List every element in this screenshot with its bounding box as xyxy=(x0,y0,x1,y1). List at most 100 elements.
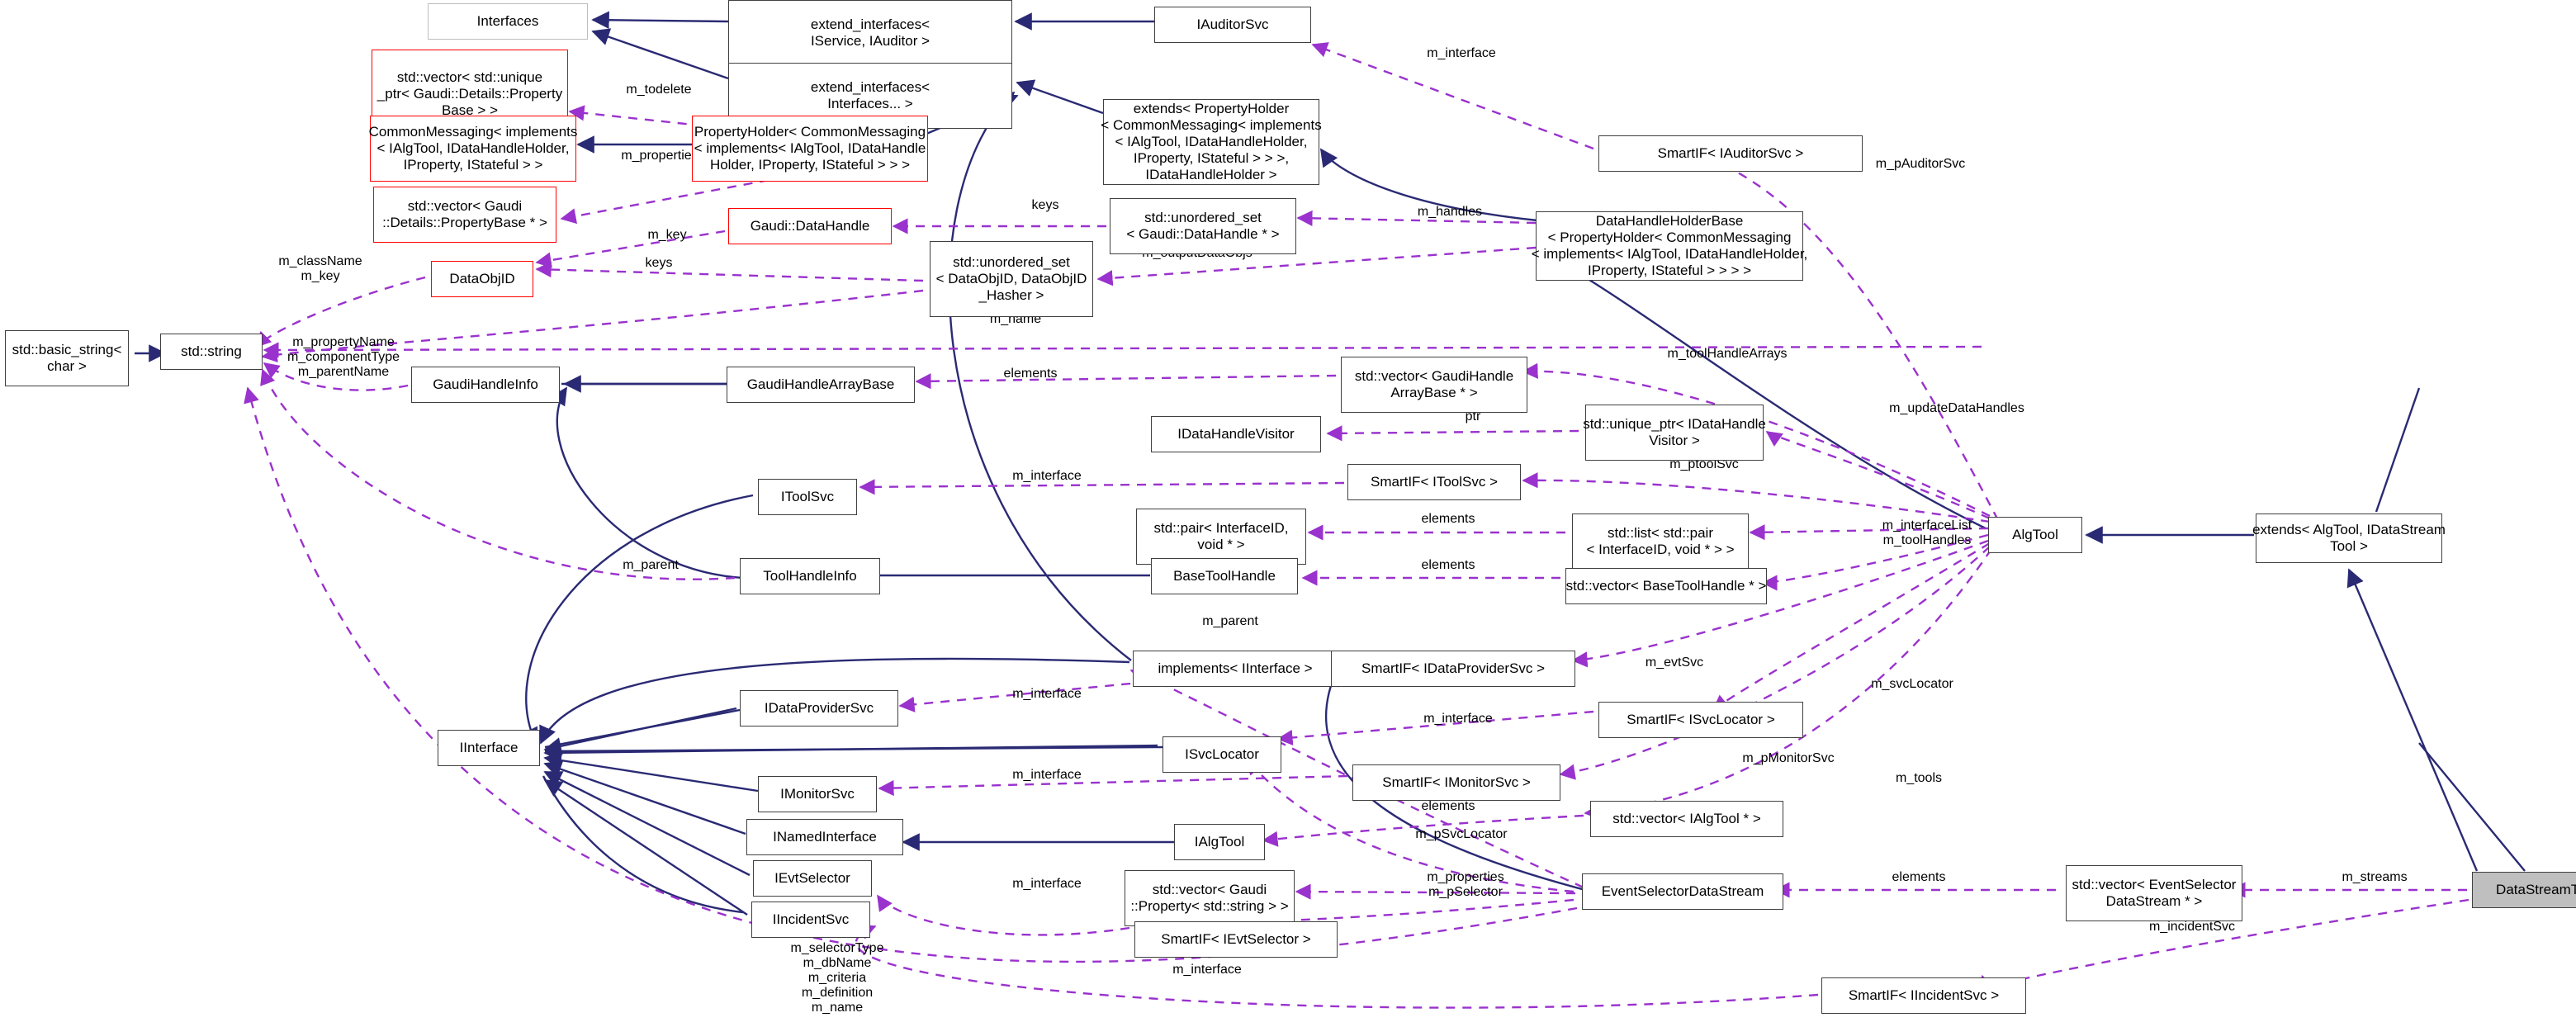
class-node-label: std::unordered_set < DataObjID, DataObjI… xyxy=(935,254,1087,303)
class-node-algtool[interactable]: AlgTool xyxy=(1988,517,2082,553)
class-node-vec_eventselectords[interactable]: std::vector< EventSelector DataStream * … xyxy=(2066,865,2242,921)
class-node-toolhandleinfo[interactable]: ToolHandleInfo xyxy=(740,558,880,594)
class-node-label: SmartIF< IToolSvc > xyxy=(1371,474,1498,490)
class-node-basic_string[interactable]: std::basic_string< char > xyxy=(5,330,129,386)
edge-label-lbl_keys_2: keys xyxy=(645,256,673,270)
class-node-smartif_iincidentsvc[interactable]: SmartIF< IIncidentSvc > xyxy=(1821,977,2026,1014)
edge-label-lbl_m_pmonitorsvc: m_pMonitorSvc xyxy=(1742,751,1835,765)
edge-label-lbl_m_updatedh: m_updateDataHandles xyxy=(1889,401,2024,415)
class-node-pair_interfaceid_void[interactable]: std::pair< InterfaceID, void * > xyxy=(1136,509,1306,565)
edge-label-lbl_m_tools: m_tools xyxy=(1895,771,1943,785)
class-node-iinterface[interactable]: IInterface xyxy=(438,730,540,766)
edge-label-lbl_m_interface_3: m_interface xyxy=(1012,687,1082,701)
class-node-smartif_itoolsvc[interactable]: SmartIF< IToolSvc > xyxy=(1347,464,1521,500)
class-node-label: IDataProviderSvc xyxy=(764,700,874,716)
class-node-gaudi_datahandle[interactable]: Gaudi::DataHandle xyxy=(728,208,892,244)
class-node-label: IMonitorSvc xyxy=(780,786,855,802)
class-node-label: Interfaces xyxy=(476,13,539,29)
edge-label-lbl_m_interface_7: m_interface xyxy=(1172,963,1242,977)
class-node-vec_ialgtool_ptr[interactable]: std::vector< IAlgTool * > xyxy=(1590,801,1783,837)
class-node-datahandleholderbase[interactable]: DataHandleHolderBase < PropertyHolder< C… xyxy=(1532,211,1807,281)
class-node-label: SmartIF< IIncidentSvc > xyxy=(1848,987,2000,1003)
class-node-label: std::vector< EventSelector DataStream * … xyxy=(2072,877,2237,909)
edge-label-lbl_m_interface_1: m_interface xyxy=(1427,46,1496,60)
class-node-idatahandlevisitor[interactable]: IDataHandleVisitor xyxy=(1151,416,1321,452)
class-node-smartif_imonitorsvc[interactable]: SmartIF< IMonitorSvc > xyxy=(1352,764,1560,801)
edge-label-lbl_m_parent_1: m_parent xyxy=(623,558,679,572)
edge-label-lbl_m_selectorinfo: m_selectorType m_dbName m_criteria m_def… xyxy=(790,941,884,1015)
class-node-iincidentsvc[interactable]: IIncidentSvc xyxy=(751,902,870,938)
class-node-vec_gaudihandlearray[interactable]: std::vector< GaudiHandle ArrayBase * > xyxy=(1341,357,1527,413)
class-node-commonmessaging[interactable]: CommonMessaging< implements < IAlgTool, … xyxy=(369,116,577,182)
class-node-gaudihandleinfo[interactable]: GaudiHandleInfo xyxy=(411,367,560,403)
edge-label-lbl_m_streams: m_streams xyxy=(2342,870,2408,884)
class-node-smartif_idataprovider[interactable]: SmartIF< IDataProviderSvc > xyxy=(1331,651,1575,687)
class-node-label: IDataHandleVisitor xyxy=(1177,426,1295,442)
class-node-isvclocator[interactable]: ISvcLocator xyxy=(1163,736,1281,773)
class-node-smartif_ievtselector[interactable]: SmartIF< IEvtSelector > xyxy=(1134,921,1338,958)
edge-label-lbl_m_interface_4: m_interface xyxy=(1423,712,1493,726)
edge-label-lbl_elements_1: elements xyxy=(1003,367,1058,381)
class-node-label: extends< AlgTool, IDataStream Tool > xyxy=(2252,522,2446,554)
class-node-vec_gaudi_prop_string[interactable]: std::vector< Gaudi ::Property< std::stri… xyxy=(1125,870,1295,926)
class-node-extends_propertyholder[interactable]: extends< PropertyHolder < CommonMessagin… xyxy=(1101,99,1322,185)
edge-label-lbl_m_incidentsvc: m_incidentSvc xyxy=(2148,920,2236,934)
class-node-label: IIncidentSvc xyxy=(772,911,850,927)
class-node-label: SmartIF< IAuditorSvc > xyxy=(1657,145,1804,161)
class-node-label: IEvtSelector xyxy=(774,870,850,886)
class-node-label: std::unordered_set < Gaudi::DataHandle *… xyxy=(1126,210,1280,242)
class-node-propertyholder[interactable]: PropertyHolder< CommonMessaging < implem… xyxy=(692,116,928,182)
class-node-label: std::vector< std::unique _ptr< Gaudi::De… xyxy=(376,69,563,118)
class-node-gaudihandlearraybase[interactable]: GaudiHandleArrayBase xyxy=(727,367,915,403)
class-node-label: SmartIF< IDataProviderSvc > xyxy=(1361,660,1546,676)
class-node-label: IInterface xyxy=(459,740,519,755)
class-node-uset_dataobjid[interactable]: std::unordered_set < DataObjID, DataObjI… xyxy=(930,241,1093,317)
class-node-basetoolhandle[interactable]: BaseToolHandle xyxy=(1151,558,1298,594)
edge-label-lbl_m_classname_key: m_className m_key xyxy=(278,254,362,283)
class-node-extend_iservice[interactable]: extend_interfaces< IService, IAuditor > xyxy=(728,0,1012,66)
edge-label-lbl_m_interface_5: m_interface xyxy=(1012,768,1082,782)
class-node-vec_gaudi_propbase[interactable]: std::vector< Gaudi ::Details::PropertyBa… xyxy=(373,187,556,243)
class-node-eventselectordatastream[interactable]: EventSelectorDataStream xyxy=(1582,873,1783,910)
edge-label-lbl_keys_1: keys xyxy=(1031,198,1059,212)
class-node-inamedinterface[interactable]: INamedInterface xyxy=(746,819,903,855)
edge-label-lbl_m_parent_2: m_parent xyxy=(1202,614,1258,628)
class-node-list_pair_ifid_void[interactable]: std::list< std::pair < InterfaceID, void… xyxy=(1572,514,1749,570)
class-node-label: GaudiHandleInfo xyxy=(433,376,538,392)
class-node-ievtselector[interactable]: IEvtSelector xyxy=(753,860,872,897)
class-node-iauditorsvc[interactable]: IAuditorSvc xyxy=(1154,7,1311,43)
class-node-smartif_iauditorsvc[interactable]: SmartIF< IAuditorSvc > xyxy=(1598,135,1863,172)
class-node-label: DataObjID xyxy=(449,271,515,286)
class-node-idataprovidersvc[interactable]: IDataProviderSvc xyxy=(740,690,898,726)
class-node-label: GaudiHandleArrayBase xyxy=(746,376,895,392)
class-node-label: SmartIF< IMonitorSvc > xyxy=(1382,774,1531,790)
edge-label-lbl_m_toolhandlearr: m_toolHandleArrays xyxy=(1667,347,1788,361)
class-node-label: SmartIF< ISvcLocator > xyxy=(1627,712,1775,727)
class-node-smartif_isvclocator[interactable]: SmartIF< ISvcLocator > xyxy=(1598,702,1803,738)
class-node-label: Gaudi::DataHandle xyxy=(750,218,870,234)
class-node-imonitorsvc[interactable]: IMonitorSvc xyxy=(758,776,877,812)
class-node-dataobjid[interactable]: DataObjID xyxy=(431,261,533,297)
class-node-uset_gaudi_dh_ptr[interactable]: std::unordered_set < Gaudi::DataHandle *… xyxy=(1110,198,1296,254)
edge-label-lbl_m_psvclocator: m_pSvcLocator xyxy=(1415,827,1508,841)
class-node-label: std::unique_ptr< IDataHandle Visitor > xyxy=(1583,416,1766,448)
class-node-vec_basetoolhandle[interactable]: std::vector< BaseToolHandle * > xyxy=(1565,568,1767,604)
class-node-itoolsvc[interactable]: IToolSvc xyxy=(758,479,857,515)
class-node-std_string[interactable]: std::string xyxy=(160,334,263,370)
class-node-label: std::vector< Gaudi ::Details::PropertyBa… xyxy=(382,198,547,230)
class-node-label: std::vector< GaudiHandle ArrayBase * > xyxy=(1354,368,1514,400)
class-node-label: std::basic_string< char > xyxy=(12,342,122,374)
class-node-label: IToolSvc xyxy=(780,489,835,504)
class-node-label: std::vector< BaseToolHandle * > xyxy=(1565,578,1767,594)
class-node-uptr_idatahandlevis[interactable]: std::unique_ptr< IDataHandle Visitor > xyxy=(1583,405,1766,461)
class-node-implements_iinterface[interactable]: implements< IInterface > xyxy=(1133,651,1338,687)
edge-label-lbl_elements_4: elements xyxy=(1421,799,1475,813)
class-node-interfaces[interactable]: Interfaces xyxy=(428,3,588,40)
class-node-extends_algtool_ids[interactable]: extends< AlgTool, IDataStream Tool > xyxy=(2252,514,2446,563)
edge-label-lbl_m_interface_2: m_interface xyxy=(1012,469,1082,483)
class-node-ialgtool[interactable]: IAlgTool xyxy=(1174,824,1265,860)
class-node-label: INamedInterface xyxy=(773,829,877,845)
class-node-label: implements< IInterface > xyxy=(1158,660,1313,676)
